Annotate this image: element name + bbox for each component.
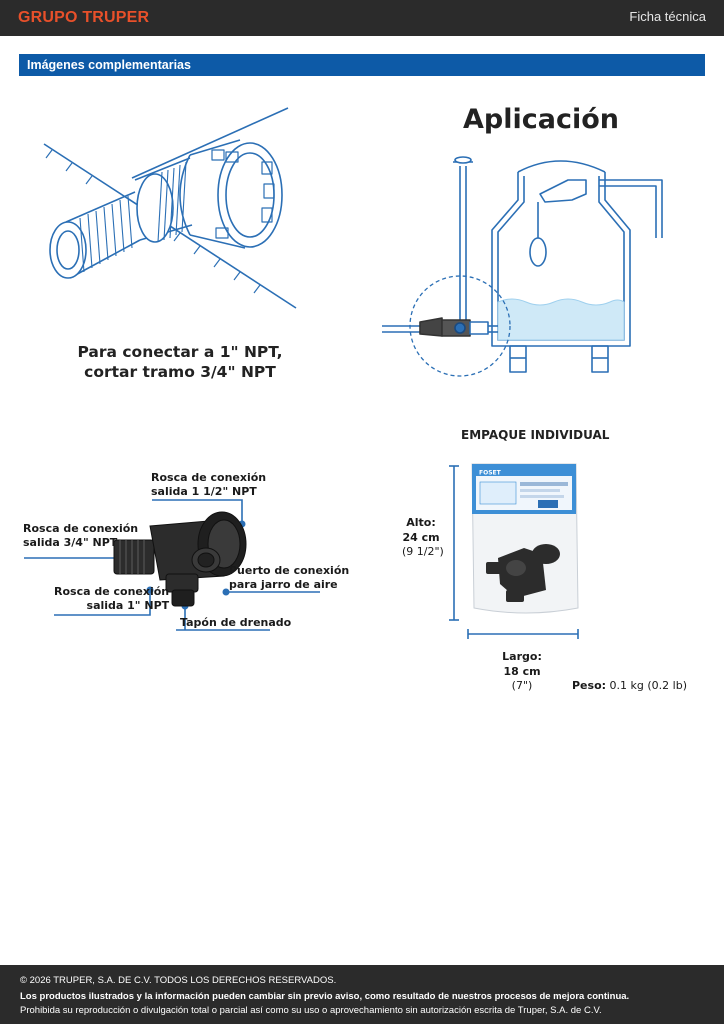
pipe-connection-illustration xyxy=(43,107,297,309)
label-bottom-outlet: Rosca de conexión salida 1" NPT xyxy=(54,585,169,613)
footer-legal: Prohibida su reproducción o divulgación … xyxy=(20,1005,602,1016)
header-bar: GRUPO TRUPER Ficha técnica xyxy=(0,0,724,36)
footer-notice: Los productos ilustrados y la informació… xyxy=(20,991,630,1002)
height-label: Alto: xyxy=(406,516,436,529)
package-length: Largo: 18 cm (7") xyxy=(502,650,542,694)
application-title: Aplicación xyxy=(463,104,619,135)
label-left-outlet-line1: Rosca de conexión xyxy=(23,522,139,535)
weight-value: 0.1 kg (0.2 lb) xyxy=(609,679,687,692)
label-top-outlet: Rosca de conexión salida 1 1/2" NPT xyxy=(151,471,266,499)
label-air-port-line2: para jarro de aire xyxy=(229,578,338,591)
label-bottom-outlet-line2: salida 1" NPT xyxy=(86,599,170,612)
label-top-outlet-line1: Rosca de conexión xyxy=(151,471,267,484)
connection-caption-line1: Para conectar a 1" NPT, xyxy=(77,343,283,361)
packaging-title: EMPAQUE INDIVIDUAL xyxy=(461,428,610,442)
height-value: 24 cm xyxy=(402,530,440,544)
length-label: Largo: xyxy=(502,650,542,663)
tank-application-diagram xyxy=(382,156,663,377)
label-bottom-outlet-line1: Rosca de conexión xyxy=(54,585,170,598)
label-left-outlet-line2: salida 3/4" NPT xyxy=(23,536,118,549)
weight-label: Peso: xyxy=(572,679,607,692)
section-title: Imágenes complementarias xyxy=(27,58,191,72)
connection-caption: Para conectar a 1" NPT, cortar tramo 3/4… xyxy=(70,342,290,382)
label-air-port: Puerto de conexión para jarro de aire xyxy=(229,564,349,592)
label-drain-plug: Tapón de drenado xyxy=(180,616,292,629)
footer: © 2026 TRUPER, S.A. DE C.V. TODOS LOS DE… xyxy=(0,965,724,1024)
connection-caption-line2: cortar tramo 3/4" NPT xyxy=(84,363,276,381)
height-imperial: (9 1/2") xyxy=(402,545,444,558)
package-illustration: FOSET xyxy=(449,463,579,639)
label-top-outlet-line2: salida 1 1/2" NPT xyxy=(151,485,257,498)
footer-copyright: © 2026 TRUPER, S.A. DE C.V. TODOS LOS DE… xyxy=(20,975,337,986)
document-type: Ficha técnica xyxy=(629,9,706,24)
length-value: 18 cm xyxy=(503,664,541,678)
package-weight: Peso: 0.1 kg (0.2 lb) xyxy=(572,679,687,692)
label-left-outlet: Rosca de conexión salida 3/4" NPT xyxy=(23,522,138,550)
brand-logo: GRUPO TRUPER xyxy=(18,9,150,26)
package-brand: FOSET xyxy=(479,470,502,477)
length-imperial: (7") xyxy=(511,679,533,692)
package-height: Alto: 24 cm (9 1/2") xyxy=(402,516,444,560)
product-connector-illustration xyxy=(24,499,320,631)
section-header: Imágenes complementarias xyxy=(19,54,705,76)
label-air-port-line1: Puerto de conexión xyxy=(229,564,350,577)
